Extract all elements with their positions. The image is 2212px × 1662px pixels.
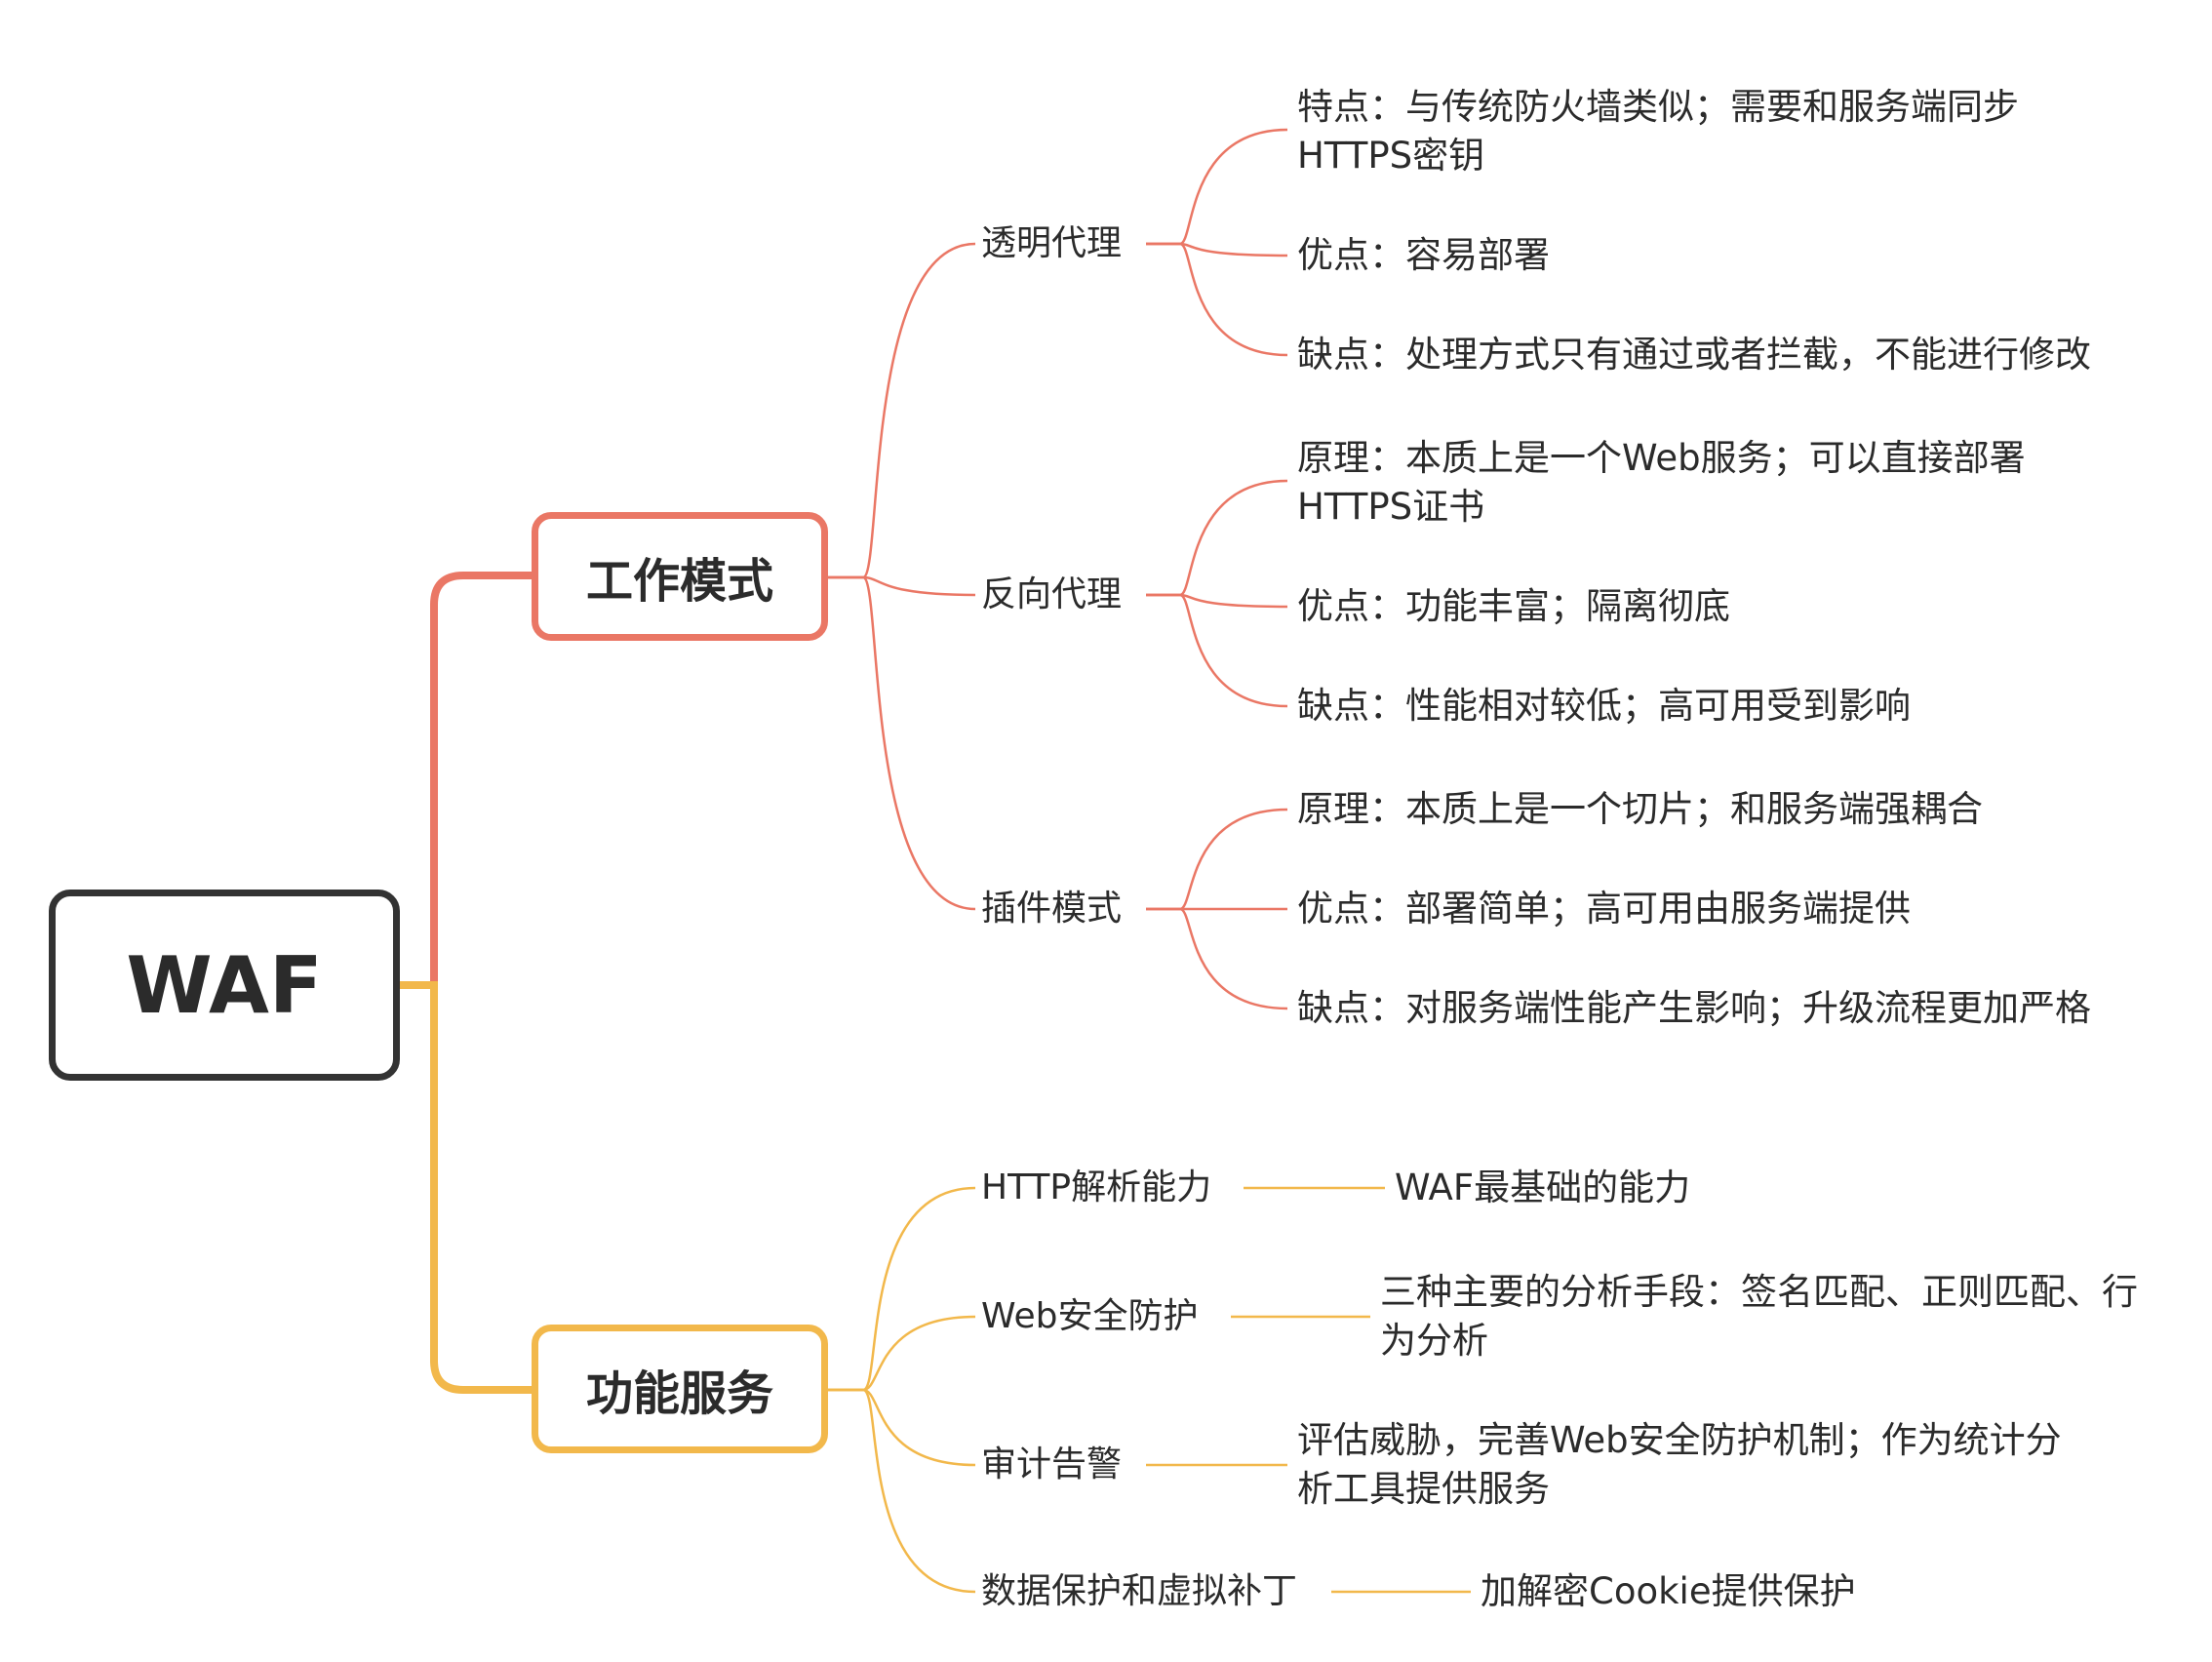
- topic-web-security[interactable]: Web安全防护: [981, 1296, 1199, 1336]
- category-label: 工作模式: [585, 554, 773, 609]
- leaf-data-protection[interactable]: 加解密Cookie提供保护: [1481, 1570, 1856, 1612]
- topic-plugin-mode[interactable]: 插件模式: [981, 889, 1123, 929]
- topic-reverse-proxy[interactable]: 反向代理: [981, 574, 1123, 614]
- root-link-work-mode: [400, 572, 532, 989]
- category-work-mode[interactable]: 工作模式: [532, 512, 828, 641]
- function-links: [828, 1186, 1471, 1594]
- leaf-reverse-pro[interactable]: 优点：功能丰富；隔离彻底: [1297, 585, 1730, 627]
- leaf-plugin-pro[interactable]: 优点：部署简单；高可用由服务端提供: [1297, 888, 1911, 930]
- topic-audit-alert[interactable]: 审计告警: [981, 1444, 1123, 1484]
- topic-data-protection[interactable]: 数据保护和虚拟补丁: [981, 1571, 1298, 1611]
- leaf-transparent-con[interactable]: 缺点：处理方式只有通过或者拦截，不能进行修改: [1297, 334, 2091, 376]
- leaf-plugin-con[interactable]: 缺点：对服务端性能产生影响；升级流程更加严格: [1297, 987, 2091, 1029]
- root-link-function: [400, 981, 532, 1394]
- leaf-reverse-principle[interactable]: 原理：本质上是一个Web服务；可以直接部署HTTPS证书: [1297, 437, 2026, 528]
- category-function-service[interactable]: 功能服务: [532, 1325, 828, 1453]
- leaf-audit-alert[interactable]: 评估威胁，完善Web安全防护机制；作为统计分析工具提供服务: [1297, 1419, 2062, 1510]
- leaf-transparent-pro[interactable]: 优点：容易部署: [1297, 234, 1550, 276]
- leaf-plugin-principle[interactable]: 原理：本质上是一个切片；和服务端强耦合: [1297, 788, 1983, 830]
- category-label: 功能服务: [585, 1366, 773, 1421]
- leaf-http-parsing[interactable]: WAF最基础的能力: [1395, 1167, 1691, 1208]
- work-mode-links: [828, 128, 1288, 1010]
- topic-transparent-proxy[interactable]: 透明代理: [981, 223, 1123, 263]
- leaf-reverse-con[interactable]: 缺点：性能相对较低；高可用受到影响: [1297, 685, 1911, 727]
- leaf-transparent-feature[interactable]: 特点：与传统防火墙类似；需要和服务端同步HTTPS密钥: [1297, 86, 2019, 177]
- root-label: WAF: [126, 939, 323, 1031]
- topic-http-parsing[interactable]: HTTP解析能力: [981, 1167, 1212, 1207]
- leaf-web-security[interactable]: 三种主要的分析手段：签名匹配、正则匹配、行为分析: [1380, 1271, 2138, 1362]
- root-node[interactable]: WAF: [49, 890, 400, 1081]
